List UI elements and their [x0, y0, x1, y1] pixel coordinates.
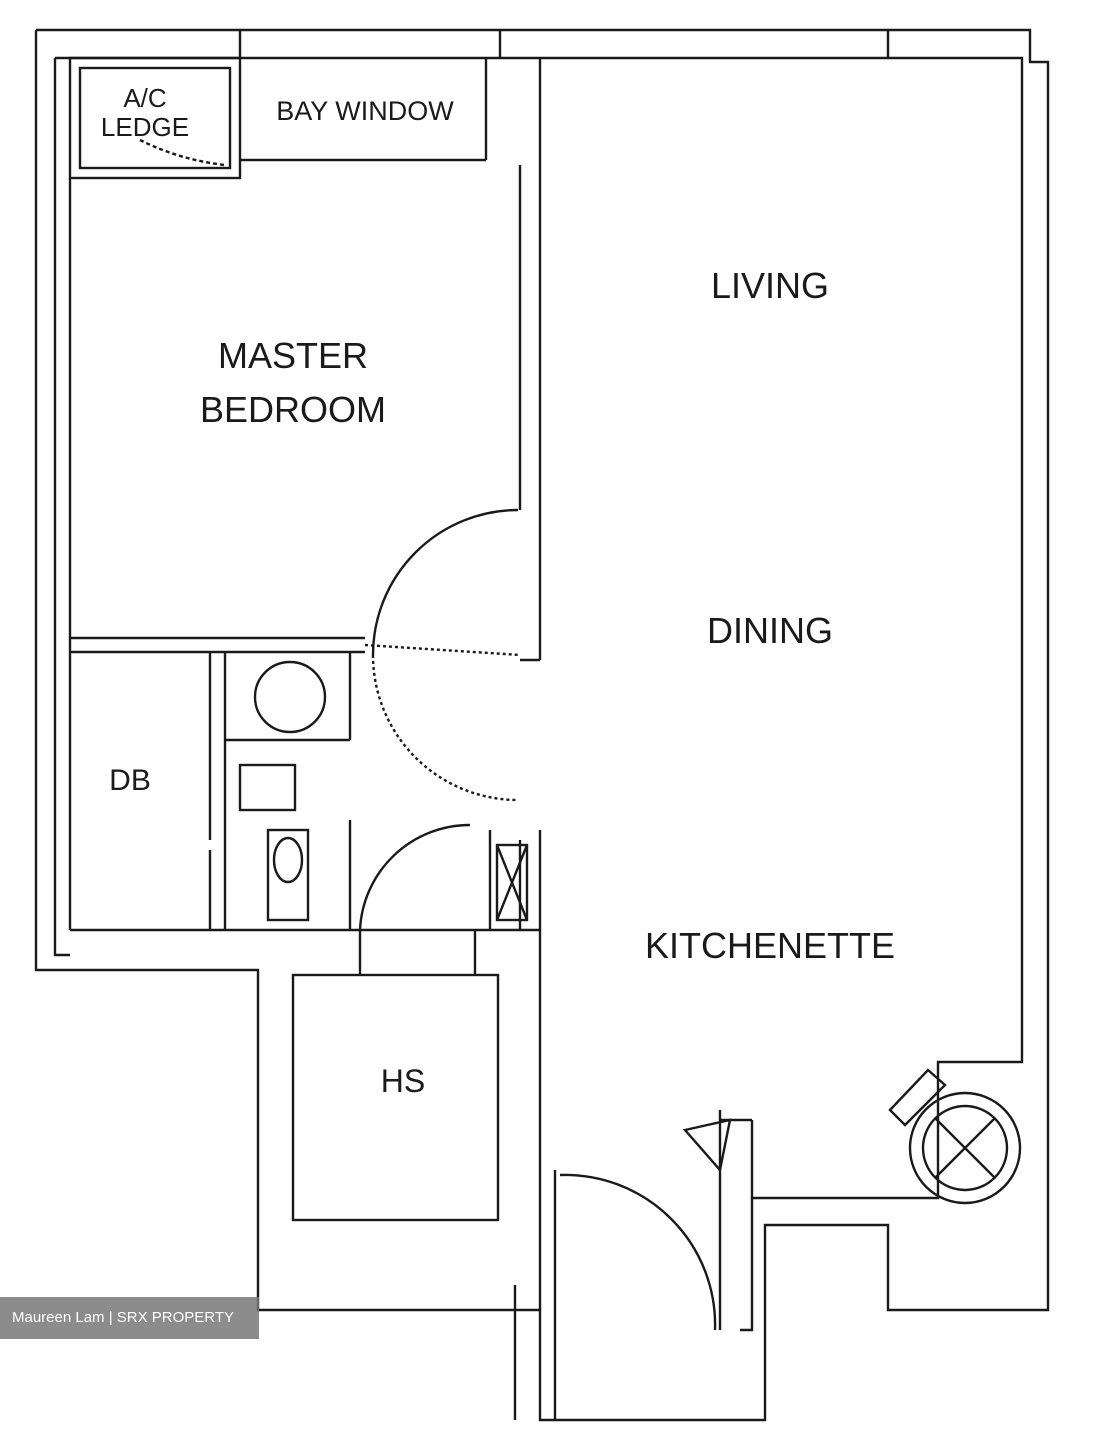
master-bedroom-label-line2: BEDROOM: [200, 389, 386, 430]
hs-label: HS: [381, 1063, 425, 1099]
ac-ledge-label-line1: A/C: [123, 83, 166, 113]
living-label: LIVING: [711, 265, 829, 306]
watermark-banner: Maureen Lam | SRX PROPERTY: [0, 1297, 259, 1339]
bay-window-label: BAY WINDOW: [276, 96, 454, 126]
ac-ledge-label-line2: LEDGE: [101, 112, 189, 142]
kitchenette-label: KITCHENETTE: [645, 925, 895, 966]
db-label: DB: [109, 764, 151, 797]
dining-label: DINING: [707, 610, 833, 651]
master-bedroom-label-line1: MASTER: [218, 335, 368, 376]
walls: [34, 28, 1050, 1422]
